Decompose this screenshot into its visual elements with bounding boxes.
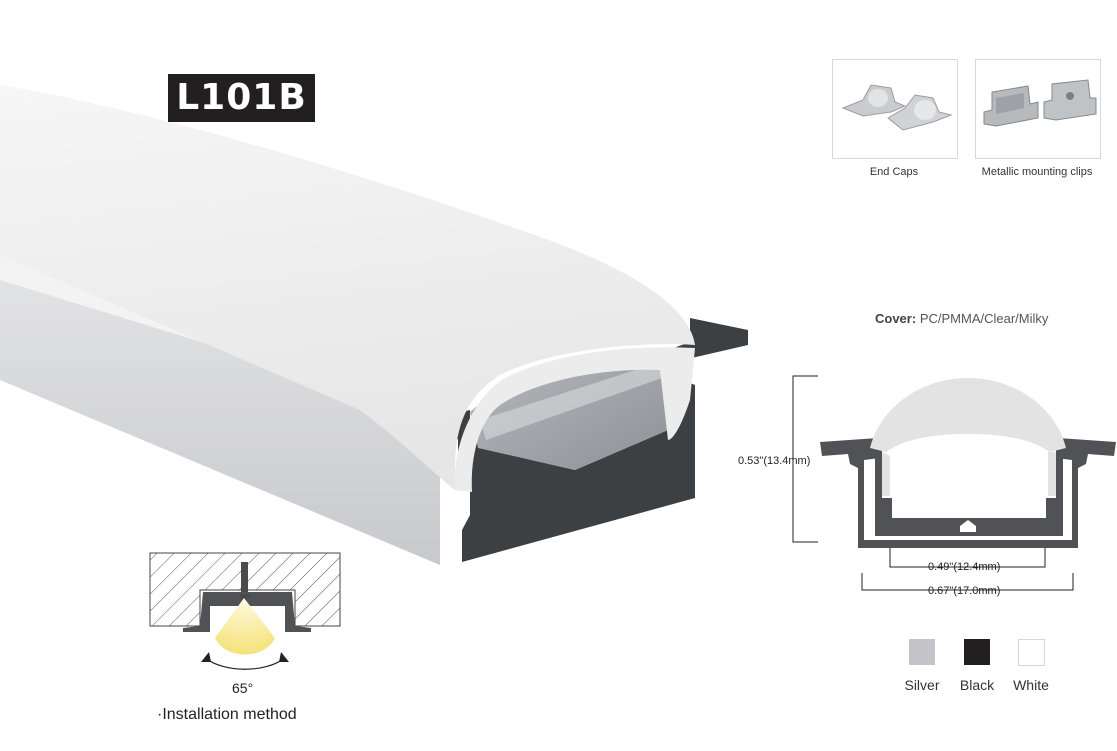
cover-value: PC/PMMA/Clear/Milky	[919, 311, 1049, 326]
black-label: Black	[959, 677, 995, 693]
white-label: White	[1013, 677, 1049, 693]
installation-method-label: ·Installation method	[157, 706, 297, 723]
outer-width-dimension: 0.67"(17.0mm)	[928, 585, 1001, 597]
end-caps-image	[841, 84, 953, 131]
black-swatch[interactable]	[964, 639, 990, 665]
end-caps-caption: End Caps	[869, 166, 919, 178]
beam-angle-label: 65°	[232, 680, 254, 696]
silver-label: Silver	[904, 677, 940, 693]
height-dimension: 0.53"(13.4mm)	[738, 455, 811, 467]
silver-swatch[interactable]	[909, 639, 935, 665]
cross-section-diagram	[792, 375, 1116, 591]
inner-width-dimension: 0.49"(12.4mm)	[928, 561, 1001, 573]
white-swatch[interactable]	[1018, 639, 1045, 666]
model-badge: L101B	[168, 74, 315, 122]
mounting-clips-thumbnail[interactable]	[975, 59, 1101, 159]
cover-label: Cover:	[875, 311, 917, 326]
mounting-clips-caption: Metallic mounting clips	[981, 166, 1093, 178]
installation-diagram	[149, 552, 341, 670]
mounting-clips-image	[983, 79, 1097, 127]
profile-render-image	[0, 85, 748, 565]
cover-spec: Cover: PC/PMMA/Clear/Milky	[875, 311, 1048, 326]
end-caps-thumbnail[interactable]	[832, 59, 958, 159]
